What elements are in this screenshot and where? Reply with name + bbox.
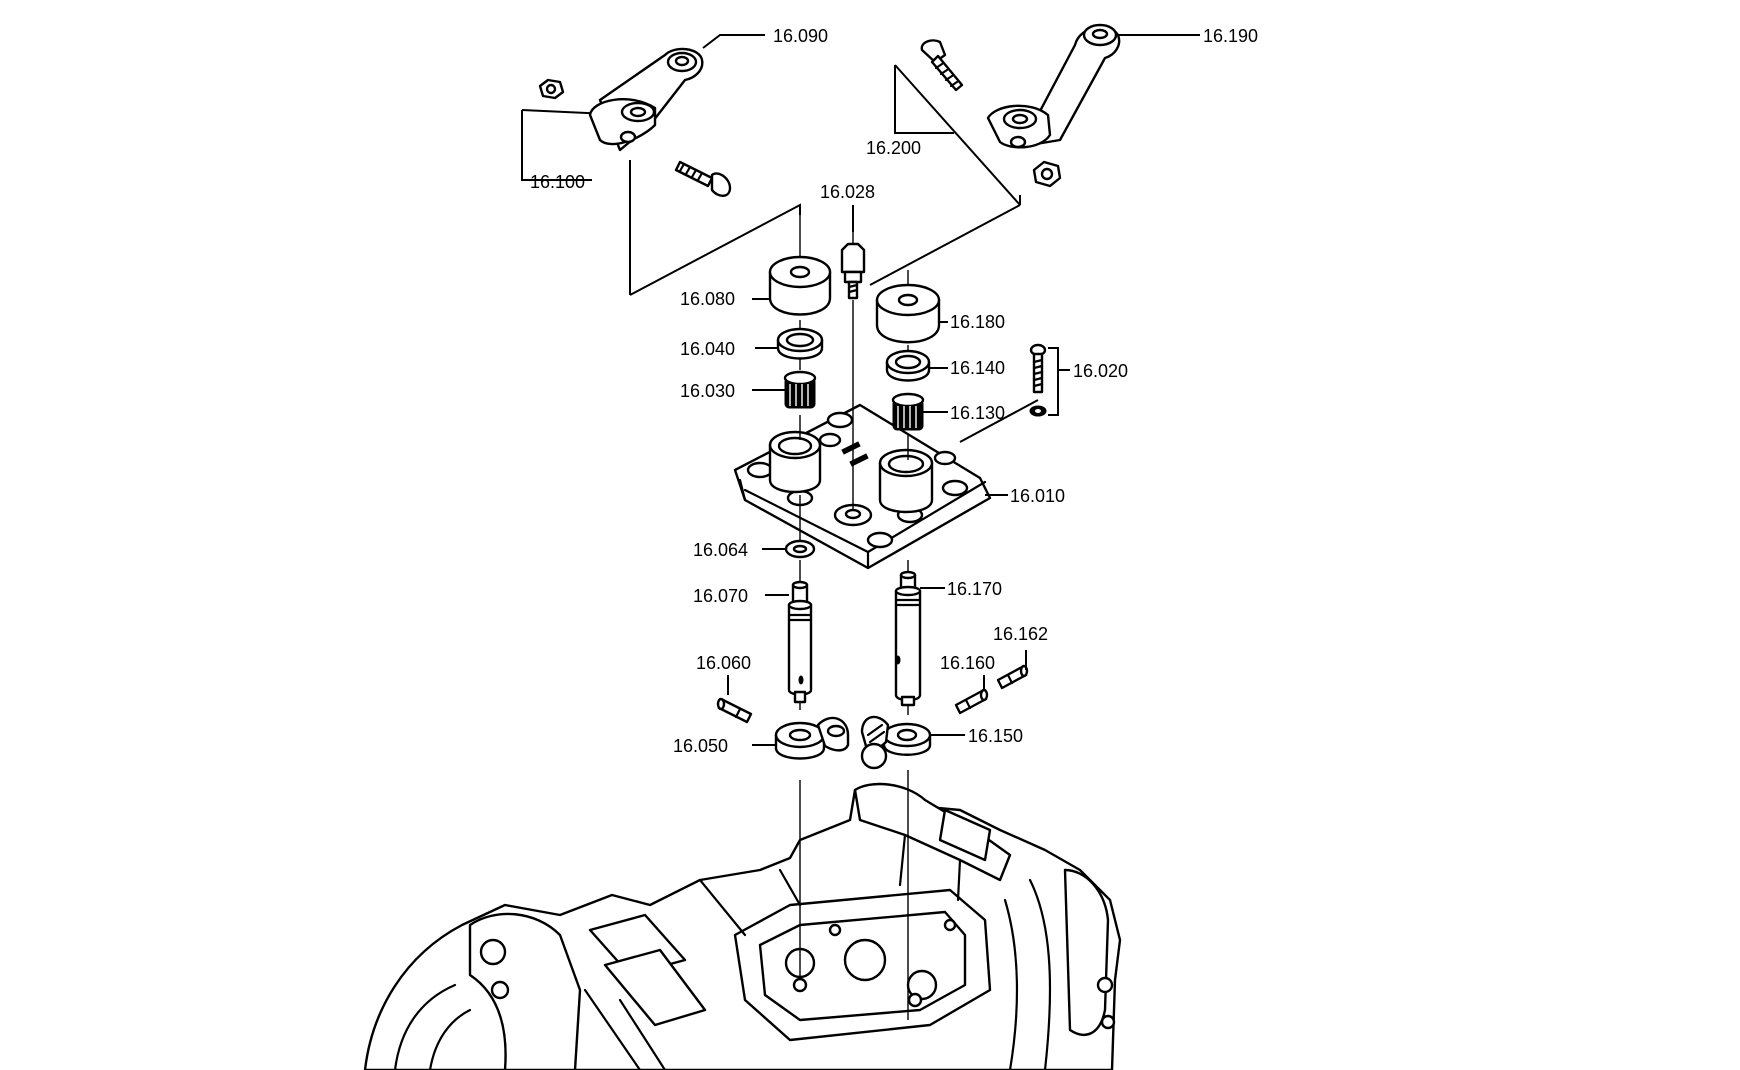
left-pin [716,697,753,724]
label-16080: 16.080 [680,289,735,309]
left-selector-finger [774,716,850,760]
right-lever-bolt [920,39,964,92]
label-16100: 16.100 [530,172,585,192]
breather-plug [840,232,866,300]
label-16130: 16.130 [950,403,1005,423]
label-16020: 16.020 [1073,361,1128,381]
right-pin-2 [996,664,1029,690]
cover-screw [1029,343,1047,417]
cover-plate [733,403,992,570]
label-16140: 16.140 [950,358,1005,378]
label-16028: 16.028 [820,182,875,202]
right-shift-lever [986,23,1121,149]
left-seal-ring [776,327,824,360]
right-bushing-cap [875,283,941,344]
label-16060: 16.060 [696,653,751,673]
left-shift-shaft [787,580,813,704]
label-16030: 16.030 [680,381,735,401]
label-16070: 16.070 [693,586,748,606]
label-16160: 16.160 [940,653,995,673]
right-selector-finger [860,715,932,770]
label-16170: 16.170 [947,579,1002,599]
right-seal-ring [885,349,931,382]
label-16040: 16.040 [680,339,735,359]
left-lever-nut [538,78,565,100]
label-16180: 16.180 [950,312,1005,332]
left-lever-bolt [674,160,732,197]
label-16190: 16.190 [1203,26,1258,46]
gearbox-housing [363,782,1122,1070]
part-labels: 16.090 16.190 16.100 16.200 16.028 16.08… [530,26,1258,756]
label-16010: 16.010 [1010,486,1065,506]
left-shift-lever [588,47,704,152]
label-16200: 16.200 [866,138,921,158]
washer [784,539,816,559]
label-16064: 16.064 [693,540,748,560]
leader-lines [521,34,1200,746]
left-bushing-cap [768,255,832,316]
left-needle-bearing [783,370,817,409]
label-16050: 16.050 [673,736,728,756]
label-16150: 16.150 [968,726,1023,746]
label-16162: 16.162 [993,624,1048,644]
label-16090: 16.090 [773,26,828,46]
right-lever-nut [1032,160,1062,188]
right-shift-shaft [894,570,922,707]
right-pin-1 [954,688,989,715]
right-needle-bearing [891,392,925,431]
